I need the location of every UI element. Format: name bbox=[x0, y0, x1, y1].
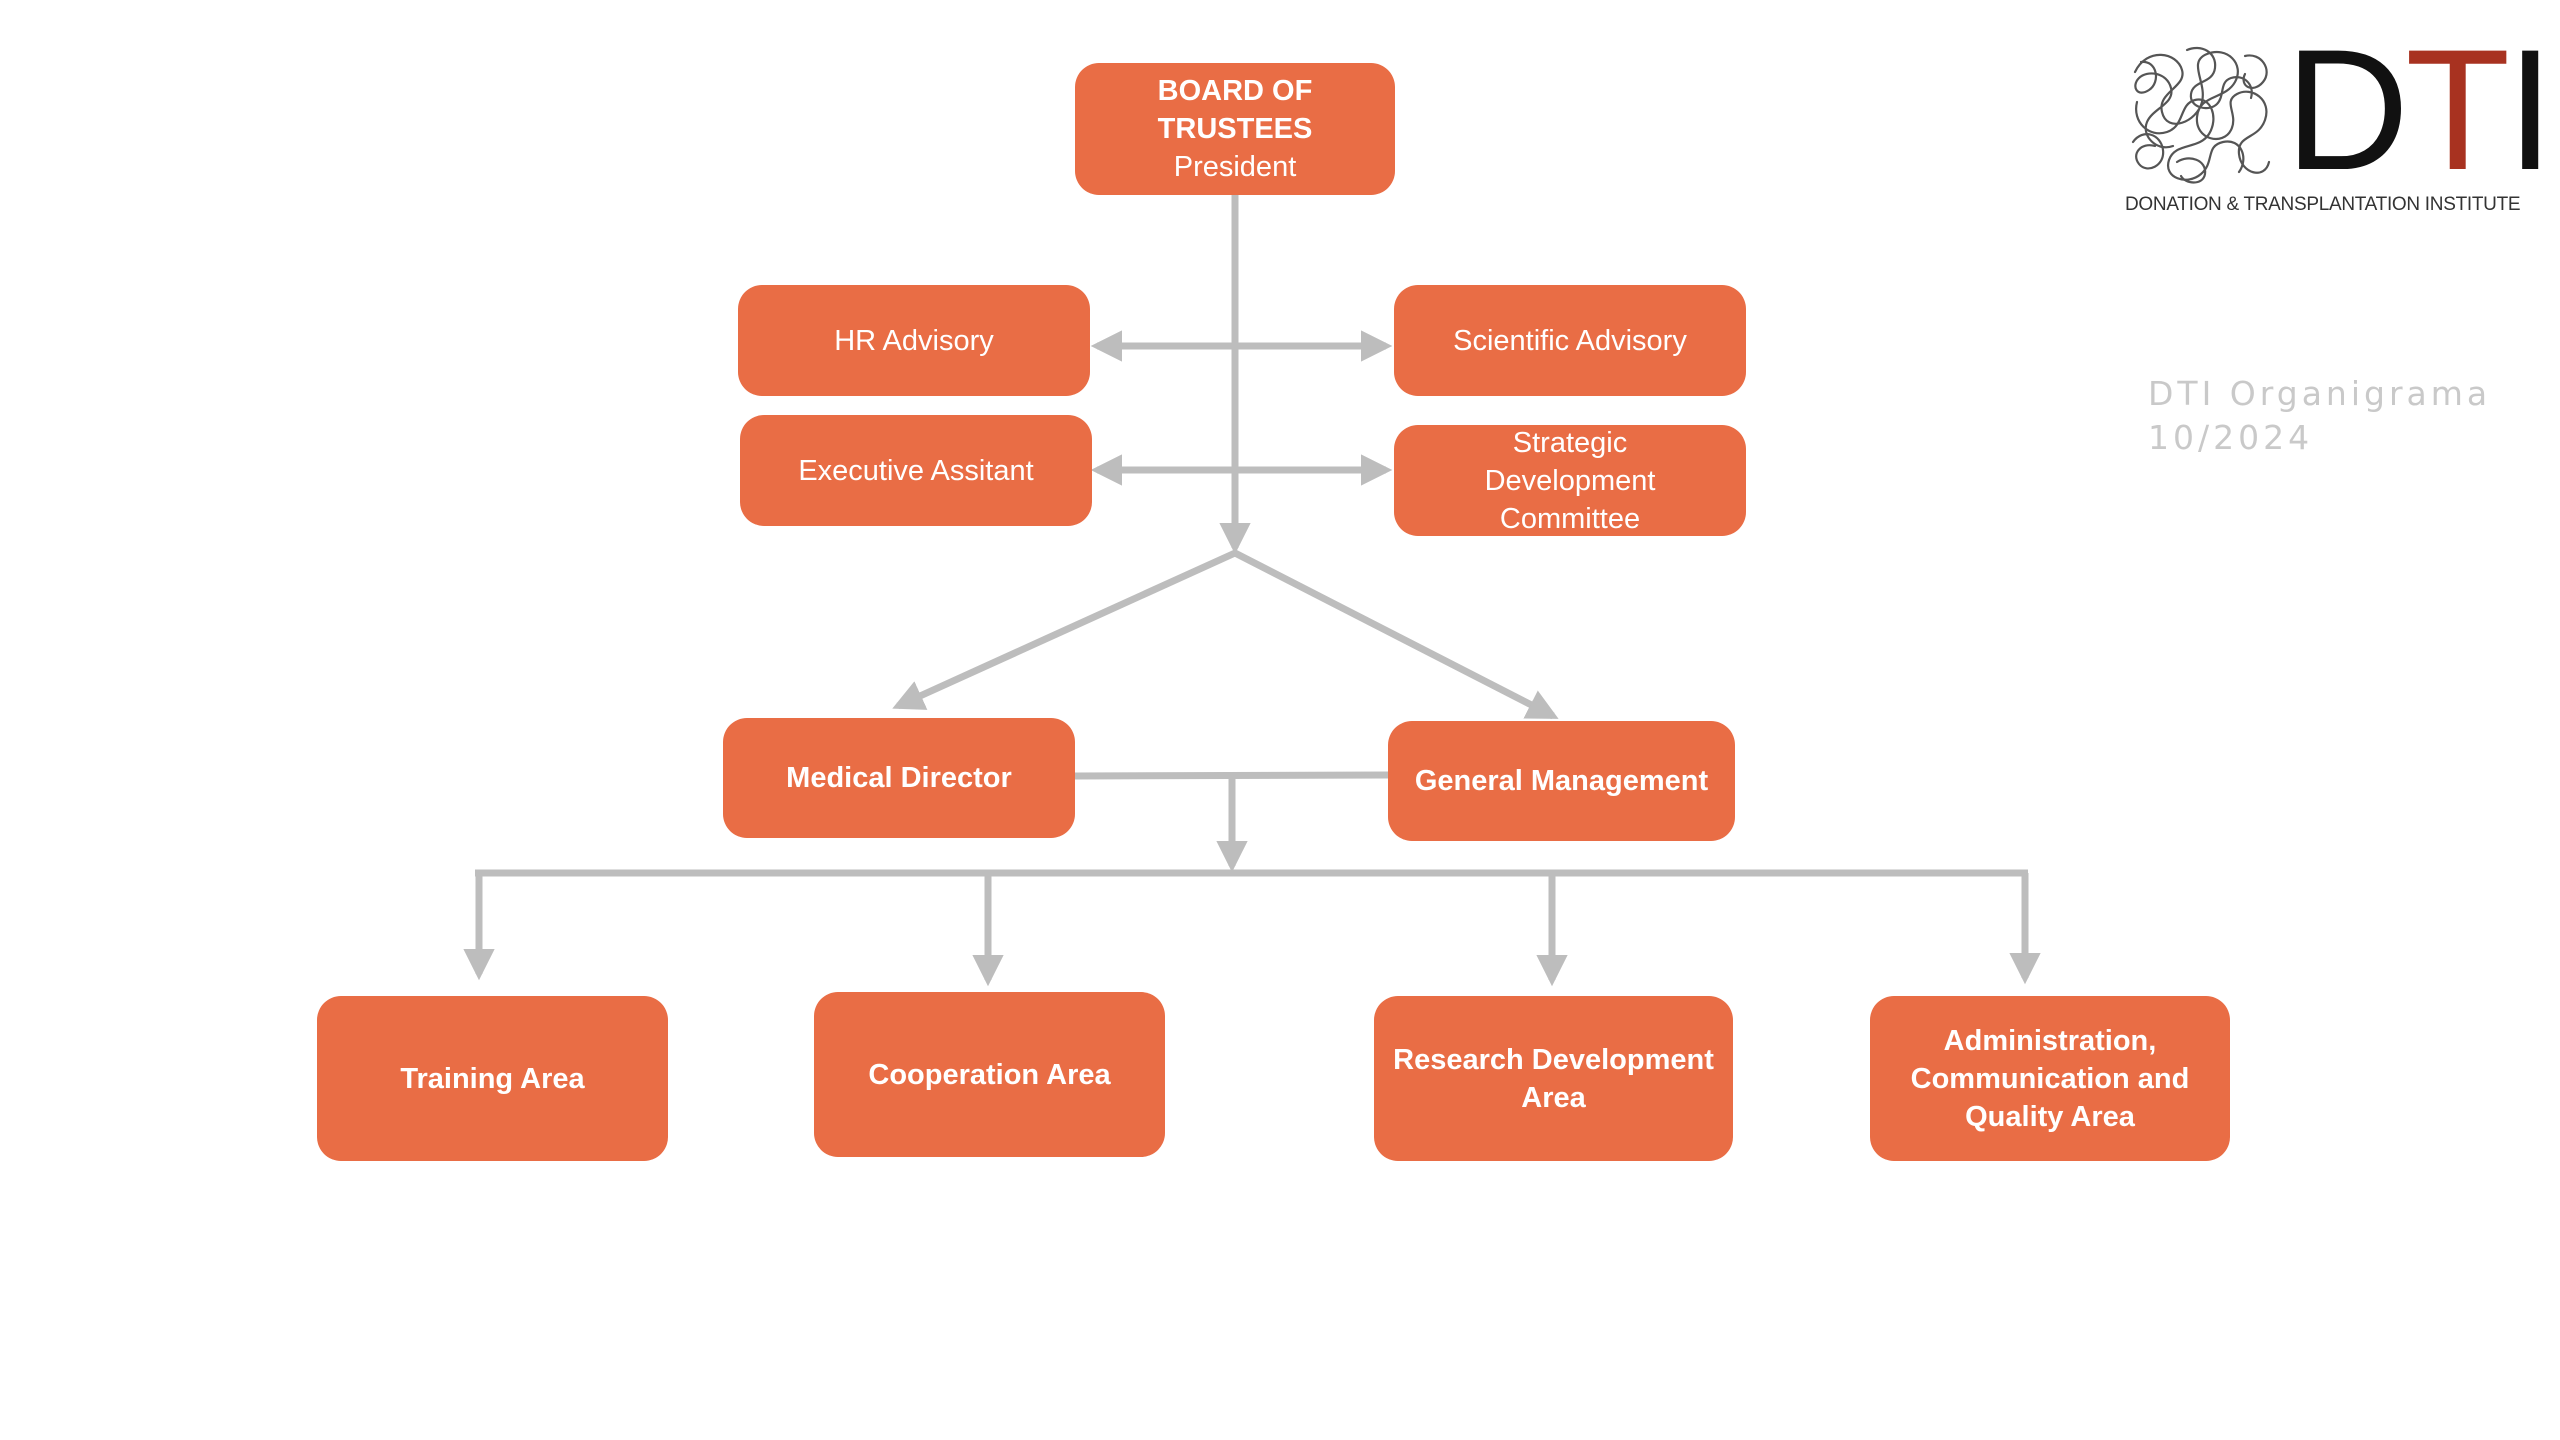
strategic-committee-box: Strategic Development Committee bbox=[1394, 425, 1746, 536]
general-management-box: General Management bbox=[1388, 721, 1735, 841]
strategic-committee-line-3: Committee bbox=[1499, 502, 1641, 535]
scientific-advisory-box: Scientific Advisory bbox=[1394, 285, 1746, 396]
admin-area-line-3: Quality Area bbox=[1965, 1100, 2135, 1133]
medical-director-box: Medical Director bbox=[723, 718, 1075, 838]
directors-join-line bbox=[1074, 771, 1389, 780]
board-of-trustees-box: BOARD OF TRUSTEES President bbox=[1075, 63, 1395, 195]
cooperation-area-label: Cooperation Area bbox=[868, 1058, 1111, 1091]
logo-letter-d: D bbox=[2285, 14, 2409, 206]
general-management-label: General Management bbox=[1414, 765, 1709, 797]
logo-tagline: DONATION & TRANSPLANTATION INSTITUTE bbox=[2125, 194, 2521, 215]
research-area-line-1: Research Development bbox=[1393, 1043, 1714, 1076]
hr-advisory-box: HR Advisory bbox=[738, 285, 1090, 396]
logo-letter-i: I bbox=[2506, 14, 2554, 206]
board-title: BOARD OF TRUSTEES bbox=[1157, 75, 1313, 145]
training-area-box: Training Area bbox=[317, 996, 668, 1161]
training-area-label: Training Area bbox=[400, 1062, 585, 1095]
strategic-committee-line-2: Development bbox=[1484, 464, 1656, 497]
split-arrow-medical bbox=[892, 549, 1237, 710]
caption-title: DTI Organigrama bbox=[2148, 374, 2492, 413]
split-arrow-general bbox=[1233, 549, 1559, 720]
hr-advisory-label: HR Advisory bbox=[834, 324, 994, 357]
medical-director-label: Medical Director bbox=[786, 762, 1012, 794]
scientific-advisory-label: Scientific Advisory bbox=[1453, 324, 1687, 357]
research-area-line-2: Area bbox=[1521, 1081, 1586, 1114]
logo-letter-t: T bbox=[2405, 14, 2510, 206]
caption-date: 10/2024 bbox=[2148, 418, 2314, 457]
research-development-area-box: Research Development Area bbox=[1374, 996, 1733, 1161]
scribble-knot-icon bbox=[2131, 46, 2271, 184]
dti-logo: DTI DONATION & TRANSPLANTATION INSTITUTE bbox=[2125, 24, 2554, 218]
executive-assistant-box: Executive Assitant bbox=[740, 415, 1092, 526]
cooperation-area-box: Cooperation Area bbox=[814, 992, 1165, 1157]
organigram-caption: DTI Organigrama 10/2024 bbox=[2148, 372, 2491, 460]
strategic-committee-line-1: Strategic bbox=[1512, 426, 1628, 459]
board-subtitle: President bbox=[1173, 151, 1297, 183]
executive-assistant-label: Executive Assitant bbox=[798, 454, 1034, 487]
admin-area-line-2: Communication and bbox=[1910, 1062, 2190, 1095]
administration-area-box: Administration, Communication and Qualit… bbox=[1870, 996, 2230, 1161]
admin-area-line-1: Administration, bbox=[1943, 1024, 2157, 1057]
